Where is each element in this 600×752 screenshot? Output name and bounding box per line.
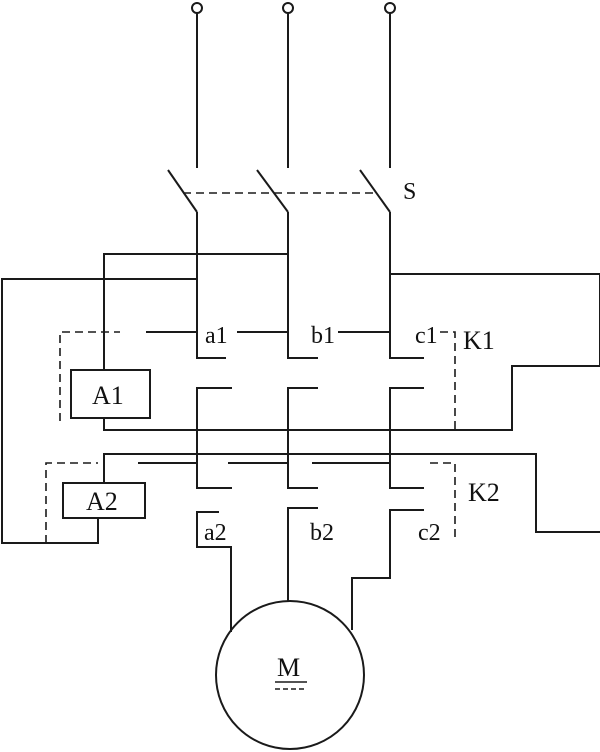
k2-label: K2 xyxy=(468,478,500,507)
terminal-l3 xyxy=(384,2,396,14)
k2-label-c: c2 xyxy=(418,520,441,546)
coil-a2: A2 xyxy=(62,482,146,519)
k1-label-c: c1 xyxy=(415,323,438,349)
motor-circle xyxy=(215,600,365,750)
switch-label: S xyxy=(403,179,416,205)
terminal-l1 xyxy=(191,2,203,14)
phase-lines xyxy=(196,212,391,332)
coil-a1: A1 xyxy=(70,369,151,419)
motor: M xyxy=(215,600,365,750)
motor-label: M xyxy=(277,653,300,682)
contactor-k1: a1 b1 c1 K1 xyxy=(59,323,495,475)
k1-label-b: b1 xyxy=(311,323,335,349)
main-switch: S xyxy=(167,169,416,213)
motor-leads: a2 b2 c2 xyxy=(196,507,441,632)
supply-terminals xyxy=(191,2,396,168)
contactor-k2: K2 xyxy=(45,462,500,543)
control-wiring xyxy=(1,253,600,544)
k1-label-a: a1 xyxy=(205,323,228,349)
k2-label-b: b2 xyxy=(310,520,334,546)
k2-label-a: a2 xyxy=(204,520,227,546)
coil-a1-label: A1 xyxy=(92,381,124,410)
terminal-l2 xyxy=(282,2,294,14)
coil-a2-label: A2 xyxy=(86,487,118,516)
k1-label: K1 xyxy=(463,326,495,355)
